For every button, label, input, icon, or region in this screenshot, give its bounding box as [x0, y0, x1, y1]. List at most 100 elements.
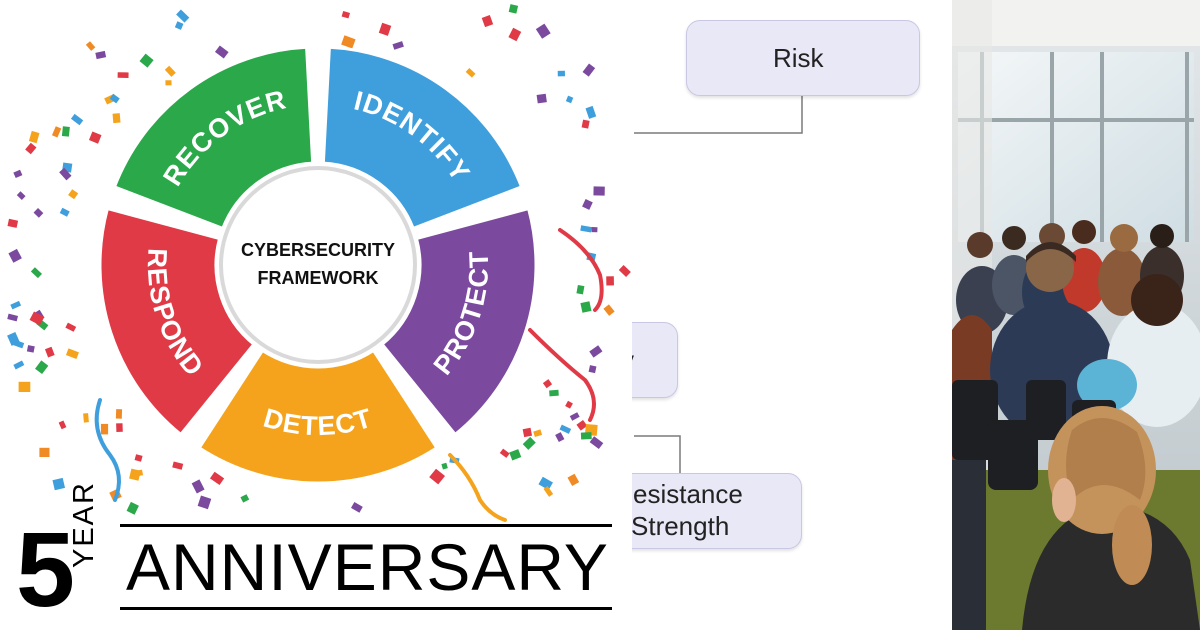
confetti-piece	[164, 65, 176, 77]
org-chart-connectors	[634, 95, 803, 473]
confetti-piece	[589, 345, 603, 358]
confetti-piece	[580, 301, 592, 313]
confetti-piece	[88, 131, 102, 144]
confetti-piece	[129, 468, 141, 481]
confetti-piece	[441, 462, 448, 470]
confetti-piece	[567, 473, 580, 486]
segment-detect	[197, 348, 439, 485]
confetti-piece	[116, 423, 123, 433]
confetti-piece	[61, 126, 70, 137]
confetti-piece	[499, 448, 510, 458]
org-box-strength: esistance Strength	[632, 473, 802, 549]
confetti-piece	[59, 207, 70, 217]
org-box-risk-label: Risk	[773, 43, 824, 73]
confetti-piece	[481, 14, 494, 28]
org-chart-fragment: Risk y esistance Strength	[632, 0, 952, 630]
confetti-piece	[582, 199, 593, 210]
window-wall	[958, 52, 1194, 242]
confetti-piece	[109, 93, 120, 104]
confetti-piece	[13, 360, 25, 370]
confetti-piece	[52, 477, 66, 491]
confetti-piece	[392, 41, 404, 50]
org-box-partial-label: y	[632, 344, 634, 376]
confetti-piece	[555, 432, 565, 443]
confetti-piece	[126, 501, 139, 515]
confetti-piece	[65, 348, 79, 360]
center-circle	[219, 166, 417, 364]
confetti-piece	[543, 486, 554, 497]
confetti-piece	[341, 10, 351, 19]
anniversary-word: ANNIVERSARY	[126, 530, 609, 604]
confetti-piece	[16, 191, 26, 200]
confetti-piece	[509, 449, 522, 461]
confetti-piece	[58, 420, 67, 430]
confetti-piece	[33, 208, 44, 218]
confetti-piece	[100, 423, 109, 435]
confetti-piece	[117, 72, 129, 78]
confetti-piece	[7, 332, 20, 346]
audience-photo-illustration	[952, 0, 1200, 630]
confetti-piece	[83, 413, 89, 423]
confetti-piece	[214, 45, 229, 59]
confetti-piece	[618, 264, 631, 277]
streamer-decoration	[558, 228, 604, 312]
confetti-piece	[559, 424, 572, 434]
streamer-decoration	[94, 398, 121, 502]
segment-identify	[321, 45, 524, 231]
confetti-piece	[557, 70, 565, 77]
confetti-piece	[341, 35, 356, 49]
confetti-piece	[65, 322, 77, 332]
confetti-piece	[68, 189, 79, 200]
audience-front-person	[1022, 406, 1200, 630]
confetti-piece	[191, 479, 205, 494]
confetti-piece	[172, 461, 184, 470]
center-label-line1: CYBERSECURITY	[241, 240, 395, 260]
confetti-piece	[569, 412, 580, 421]
confetti-piece	[10, 300, 22, 310]
confetti-piece	[112, 113, 121, 124]
confetti-piece	[533, 429, 543, 438]
confetti-piece	[26, 345, 35, 353]
confetti-piece	[39, 447, 50, 457]
confetti-piece	[581, 119, 590, 129]
confetti-piece	[535, 23, 551, 39]
confetti-piece	[576, 285, 585, 295]
confetti-piece	[585, 105, 597, 119]
confetti-piece	[8, 248, 22, 263]
audience-photo	[952, 0, 1200, 630]
confetti-piece	[603, 304, 615, 316]
confetti-piece	[165, 80, 172, 86]
confetti-piece	[13, 169, 23, 179]
confetti-piece	[465, 67, 476, 78]
confetti-piece	[565, 400, 573, 409]
confetti-piece	[606, 276, 614, 286]
confetti-piece	[522, 436, 536, 450]
confetti-piece	[588, 365, 597, 374]
confetti-piece	[522, 427, 533, 438]
confetti-piece	[174, 21, 184, 30]
confetti-piece	[576, 420, 588, 431]
confetti-piece	[59, 167, 72, 181]
confetti-piece	[580, 432, 592, 440]
confetti-piece	[582, 63, 596, 77]
segment-protect	[380, 206, 538, 437]
confetti-piece	[593, 186, 605, 196]
confetti-piece	[28, 130, 40, 144]
confetti-piece	[580, 225, 592, 233]
confetti-piece	[7, 218, 19, 228]
confetti-piece	[565, 95, 574, 104]
confetti-piece	[542, 379, 553, 389]
confetti-piece	[134, 454, 143, 462]
confetti-piece	[378, 22, 392, 36]
confetti-piece	[209, 471, 225, 486]
confetti-piece	[508, 4, 519, 14]
confetti-piece	[429, 468, 446, 485]
confetti-piece	[197, 495, 212, 510]
confetti-piece	[30, 267, 42, 279]
confetti-piece	[44, 346, 55, 358]
confetti-piece	[139, 53, 154, 68]
confetti-piece	[70, 113, 84, 126]
